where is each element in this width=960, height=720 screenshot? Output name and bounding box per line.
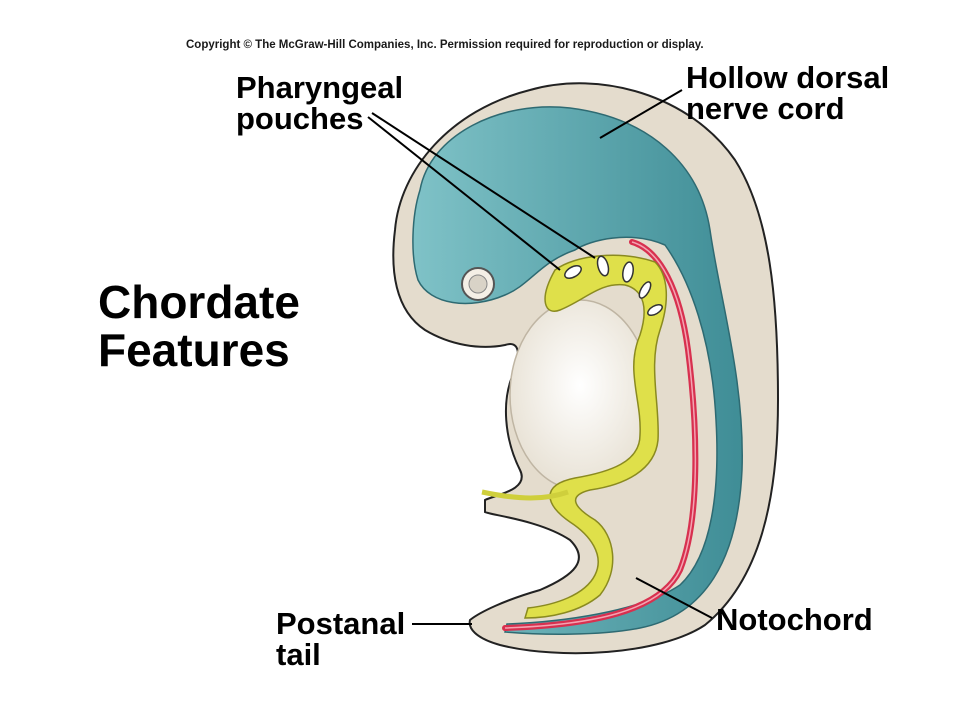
pharyngeal-pouches-label: Pharyngeal pouches [236, 70, 404, 136]
notochord-leader [635, 577, 713, 619]
nerve-cord-shape [412, 106, 743, 635]
pharyngeal-leader-2 [371, 112, 596, 259]
diagram-title: Chordate Features [98, 278, 300, 374]
notochord-label: Notochord [716, 602, 873, 637]
title-line-1: Chordate [98, 276, 300, 328]
gut-shape [523, 254, 668, 619]
copyright-notice: Copyright © The McGraw-Hill Companies, I… [186, 39, 704, 51]
pharyngeal-leader-1 [367, 116, 561, 271]
title-line-2: Features [98, 324, 290, 376]
nerve-cord-leader [599, 89, 683, 139]
leader-lines [367, 89, 713, 625]
gut-branch [481, 489, 569, 501]
postanal-tail-label: Postanal tail [276, 606, 406, 672]
pharyngeal-pouch-slits [564, 255, 663, 317]
nerve-cord-label: Hollow dorsal nerve cord [686, 60, 890, 126]
